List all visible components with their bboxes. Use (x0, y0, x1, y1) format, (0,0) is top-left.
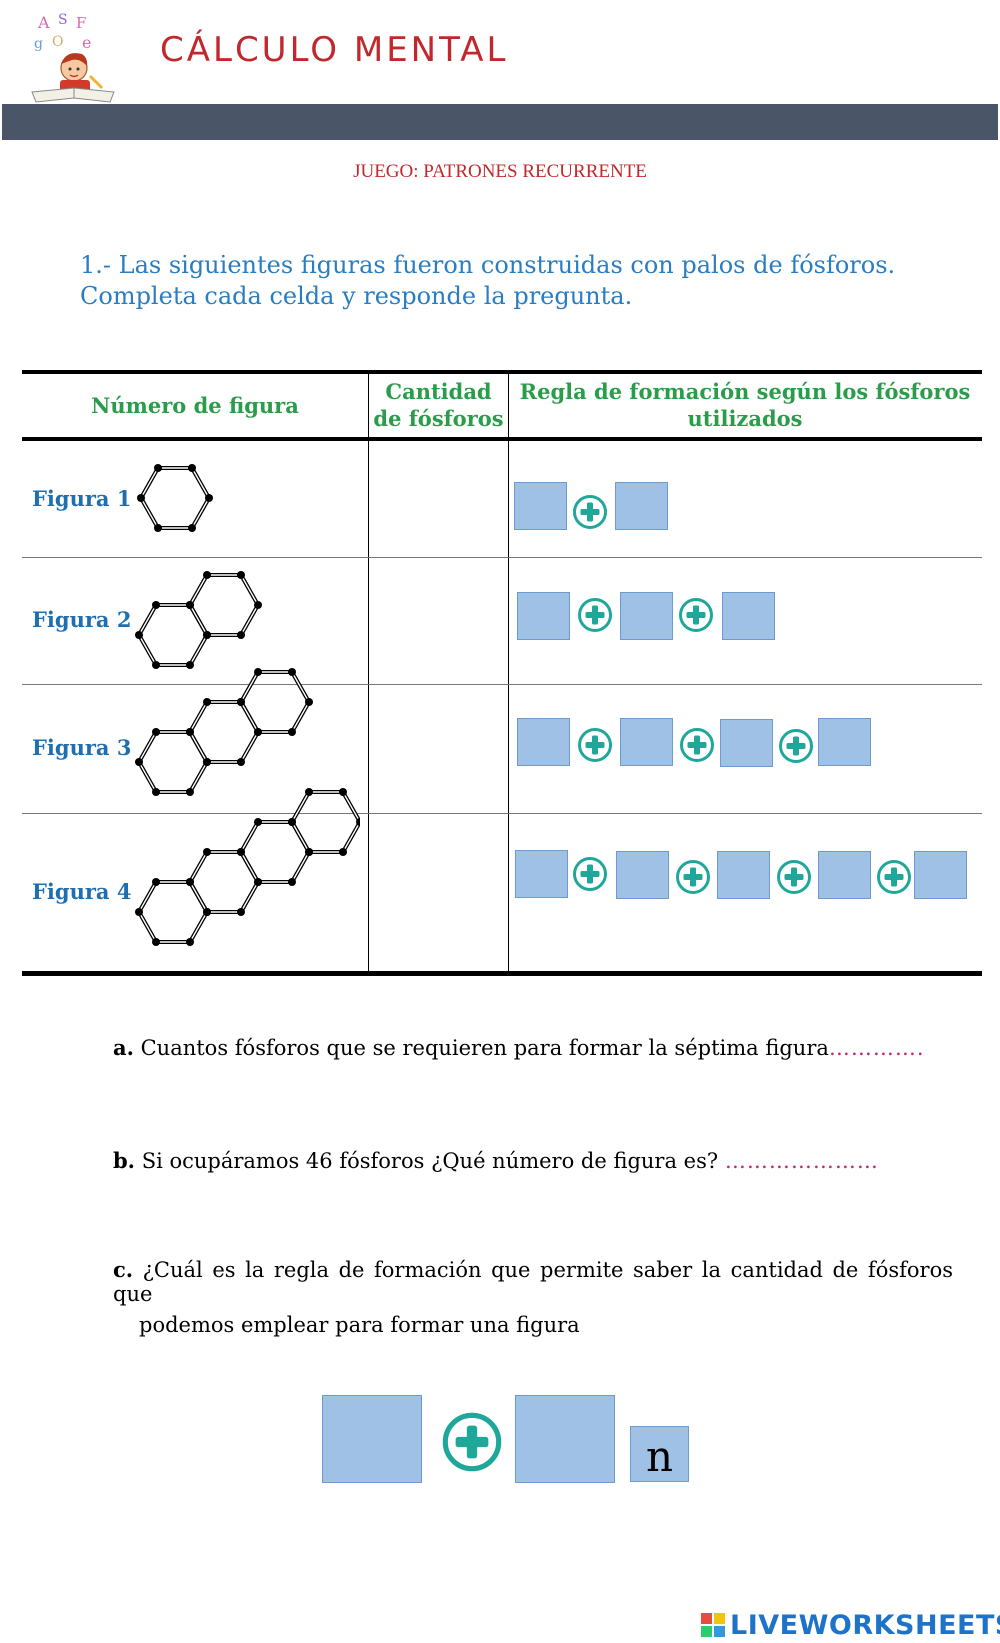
answer-box[interactable] (620, 718, 673, 766)
plus-icon (578, 598, 612, 632)
header-formation-rule: Regla de formación según los fósforos ut… (509, 378, 981, 432)
answer-box[interactable] (615, 482, 668, 530)
logo-letter-s: S (58, 12, 68, 28)
answer-box[interactable] (517, 592, 570, 640)
figure-4-drawing (133, 786, 360, 948)
row-label-figure-1: Figura 1 (32, 486, 132, 511)
formula-box-1[interactable] (322, 1395, 422, 1483)
brand-name: LIVEWORKSHEETS (730, 1609, 1000, 1641)
header-match-count: Cantidad de fósforos (369, 378, 508, 432)
logo-letter-g: g (34, 36, 43, 52)
table-header-rule (22, 437, 982, 441)
logo-letter-a: A (37, 13, 50, 32)
table-bottom-rule (22, 971, 982, 976)
answer-box[interactable] (914, 851, 967, 899)
header-match-count-line-1: Cantidad (385, 379, 492, 404)
table-top-rule (22, 370, 982, 374)
plus-icon (779, 729, 813, 763)
plus-icon (877, 860, 911, 894)
answer-box[interactable] (517, 718, 570, 766)
logo-letter-o: O (52, 34, 63, 50)
question-a-letter: a. (113, 1035, 134, 1060)
formula-plus-icon (442, 1412, 502, 1472)
question-a: a. Cuantos fósforos que se requieren par… (113, 1035, 925, 1060)
table-divider-2 (508, 372, 509, 972)
plus-icon (676, 860, 710, 894)
figure-1-drawing (135, 462, 215, 534)
answer-box[interactable] (722, 592, 775, 640)
answer-box[interactable] (717, 851, 770, 899)
question-c-line-1: ¿Cuál es la regla de formación que permi… (113, 1258, 953, 1306)
question-b: b. Si ocupáramos 46 fósforos ¿Qué número… (113, 1148, 879, 1173)
row-label-figure-4: Figura 4 (32, 879, 132, 904)
question-b-text: Si ocupáramos 46 fósforos ¿Qué número de… (141, 1149, 719, 1173)
logo-letter-e: e (82, 33, 91, 52)
page-title: CÁLCULO MENTAL (160, 30, 509, 70)
variable-n-box: n (630, 1426, 689, 1482)
table-divider-1 (368, 372, 369, 972)
question-b-letter: b. (113, 1148, 135, 1173)
plus-icon (680, 728, 714, 762)
answer-box[interactable] (720, 719, 773, 767)
instructions-line-2: Completa cada celda y responde la pregun… (80, 282, 633, 310)
row-label-figure-2: Figura 2 (32, 607, 132, 632)
row-divider-2 (22, 684, 982, 685)
row-label-figure-3: Figura 3 (32, 735, 132, 760)
answer-a-blank[interactable]: …………. (828, 1036, 925, 1060)
instructions-line-1: 1.- Las siguientes figuras fueron constr… (80, 251, 896, 279)
figure-2-drawing (133, 569, 264, 671)
hexagon-figures (133, 462, 360, 948)
header-match-count-line-2: de fósforos (373, 406, 504, 431)
liveworksheets-logo-icon (701, 1613, 725, 1637)
figure-3-drawing (133, 666, 315, 798)
instructions: 1.- Las siguientes figuras fueron constr… (80, 250, 940, 312)
plus-icon (573, 495, 607, 529)
answer-box[interactable] (514, 482, 567, 530)
answer-box[interactable] (818, 851, 871, 899)
question-c-line-2: podemos emplear para formar una figura (139, 1313, 580, 1337)
liveworksheets-brand: LIVEWORKSHEETS (700, 1609, 1000, 1641)
question-c-letter: c. (113, 1257, 134, 1282)
plus-icon (679, 598, 713, 632)
header-bar (2, 104, 998, 140)
game-title: JUEGO: PATRONES RECURRENTE (353, 161, 647, 182)
reading-child-logo: A S F g O e (31, 12, 115, 103)
logo-letter-f: F (76, 14, 86, 32)
plus-icon (777, 860, 811, 894)
row-divider-1 (22, 557, 982, 558)
answer-box[interactable] (620, 592, 673, 640)
formula-box-2[interactable] (515, 1395, 615, 1483)
answer-b-blank[interactable]: ………………… (724, 1149, 879, 1173)
answer-box[interactable] (515, 850, 568, 898)
plus-icon (573, 857, 607, 891)
answer-box[interactable] (818, 718, 871, 766)
plus-icon (578, 728, 612, 762)
question-c: c. ¿Cuál es la regla de formación que pe… (113, 1257, 953, 1306)
header-formation-rule-line-2: utilizados (687, 406, 803, 431)
answer-box[interactable] (616, 851, 669, 899)
header-formation-rule-line-1: Regla de formación según los fósforos (519, 379, 971, 404)
header-figure-number: Número de figura (91, 393, 299, 418)
question-a-text: Cuantos fósforos que se requieren para f… (140, 1036, 829, 1060)
row-divider-3 (22, 813, 982, 814)
